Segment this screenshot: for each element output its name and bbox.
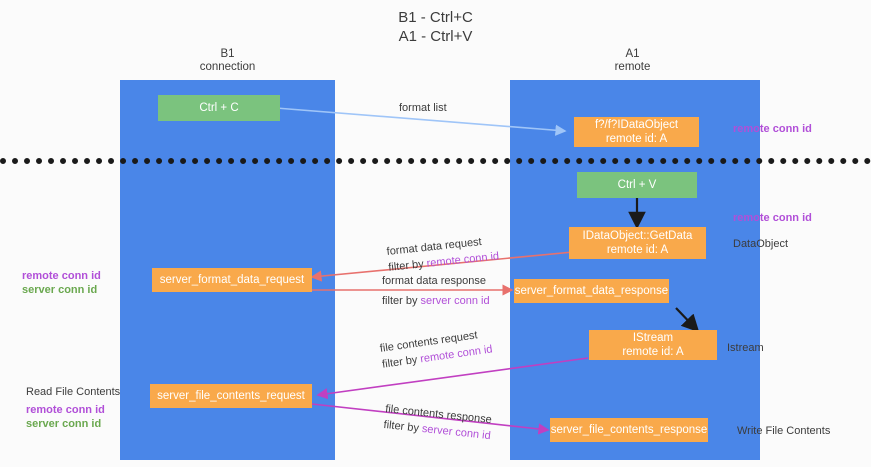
side-label-server-conn-id-left-1: server conn id [22, 284, 98, 296]
filter-key-server-conn-id-1: server conn id [420, 295, 490, 307]
box-idataobject-sublabel: remote id: A [605, 133, 668, 145]
edge-label-format-data-response: format data response [382, 275, 486, 287]
diagram-title: B1 - Ctrl+C A1 - Ctrl+V [0, 8, 871, 46]
connector-file-contents-response [311, 403, 550, 435]
box-ctrl-c[interactable]: Ctrl + C [158, 95, 280, 121]
column-header-b1-sub: connection [199, 61, 256, 73]
box-idataobject-label: f?/f?IDataObject [594, 119, 679, 131]
box-getdata-sublabel: remote id: A [606, 244, 669, 256]
filter-prefix-2: filter by [382, 295, 421, 307]
box-ctrl-v-label: Ctrl + V [617, 179, 657, 191]
column-header-b1-name: B1 [220, 48, 235, 60]
box-server-format-data-response[interactable]: server_format_data_response [514, 279, 669, 303]
connector-response-istream [675, 307, 700, 333]
side-label-conn-ids-bottom: remote conn id server conn id [26, 403, 105, 431]
column-header-a1: A1 remote [555, 48, 710, 74]
title-line-1: B1 - Ctrl+C [398, 9, 473, 26]
box-server-format-data-response-label: server_format_data_response [514, 285, 669, 297]
box-server-format-data-request[interactable]: server_format_data_request [152, 268, 312, 292]
box-istream[interactable]: IStream remote id: A [589, 330, 717, 360]
connector-format-list [275, 107, 567, 136]
box-istream-label: IStream [632, 332, 674, 344]
connector-format-data-request [310, 251, 574, 282]
box-server-format-data-request-label: server_format_data_request [159, 274, 305, 286]
side-label-remote-conn-id-mid: remote conn id [733, 212, 812, 224]
box-getdata-label: IDataObject::GetData [582, 230, 693, 242]
side-label-write-file-contents: Write File Contents [737, 425, 831, 437]
connector-file-contents-request [316, 357, 589, 400]
box-ctrl-v[interactable]: Ctrl + V [577, 172, 697, 198]
box-istream-sublabel: remote id: A [622, 346, 684, 358]
side-label-conn-ids-top: remote conn id server conn id [22, 269, 101, 297]
edge-label-format-list: format list [399, 102, 447, 114]
side-label-remote-conn-id-left-2: remote conn id [26, 404, 105, 416]
side-label-remote-conn-id-top: remote conn id [733, 123, 812, 135]
box-server-file-contents-request[interactable]: server_file_contents_request [150, 384, 312, 408]
edge-label-format-data-response-filter: filter by server conn id [382, 294, 490, 308]
box-server-file-contents-response[interactable]: server_file_contents_response [550, 418, 708, 442]
box-idataobject-getdata[interactable]: IDataObject::GetData remote id: A [569, 227, 706, 259]
box-server-file-contents-request-label: server_file_contents_request [157, 390, 305, 402]
edge-label-format-data-response-group: format data response filter by server co… [382, 274, 490, 308]
side-label-istream: Istream [727, 342, 764, 354]
side-label-server-conn-id-left-2: server conn id [26, 418, 102, 430]
column-header-b1: B1 connection [150, 48, 305, 74]
filter-prefix-1: filter by [387, 257, 428, 274]
side-label-dataobject: DataObject [733, 238, 789, 250]
box-server-file-contents-response-label: server_file_contents_response [550, 424, 708, 436]
filter-prefix-4: filter by [382, 418, 423, 435]
box-ctrl-c-label: Ctrl + C [199, 102, 239, 114]
phase-divider [0, 158, 871, 164]
title-line-2: A1 - Ctrl+V [398, 28, 473, 45]
side-label-remote-conn-id-left-1: remote conn id [22, 270, 101, 282]
column-header-a1-sub: remote [614, 61, 651, 73]
column-header-a1-name: A1 [625, 48, 640, 60]
side-label-read-file-contents: Read File Contents [26, 386, 121, 398]
box-idataobject[interactable]: f?/f?IDataObject remote id: A [574, 117, 699, 147]
